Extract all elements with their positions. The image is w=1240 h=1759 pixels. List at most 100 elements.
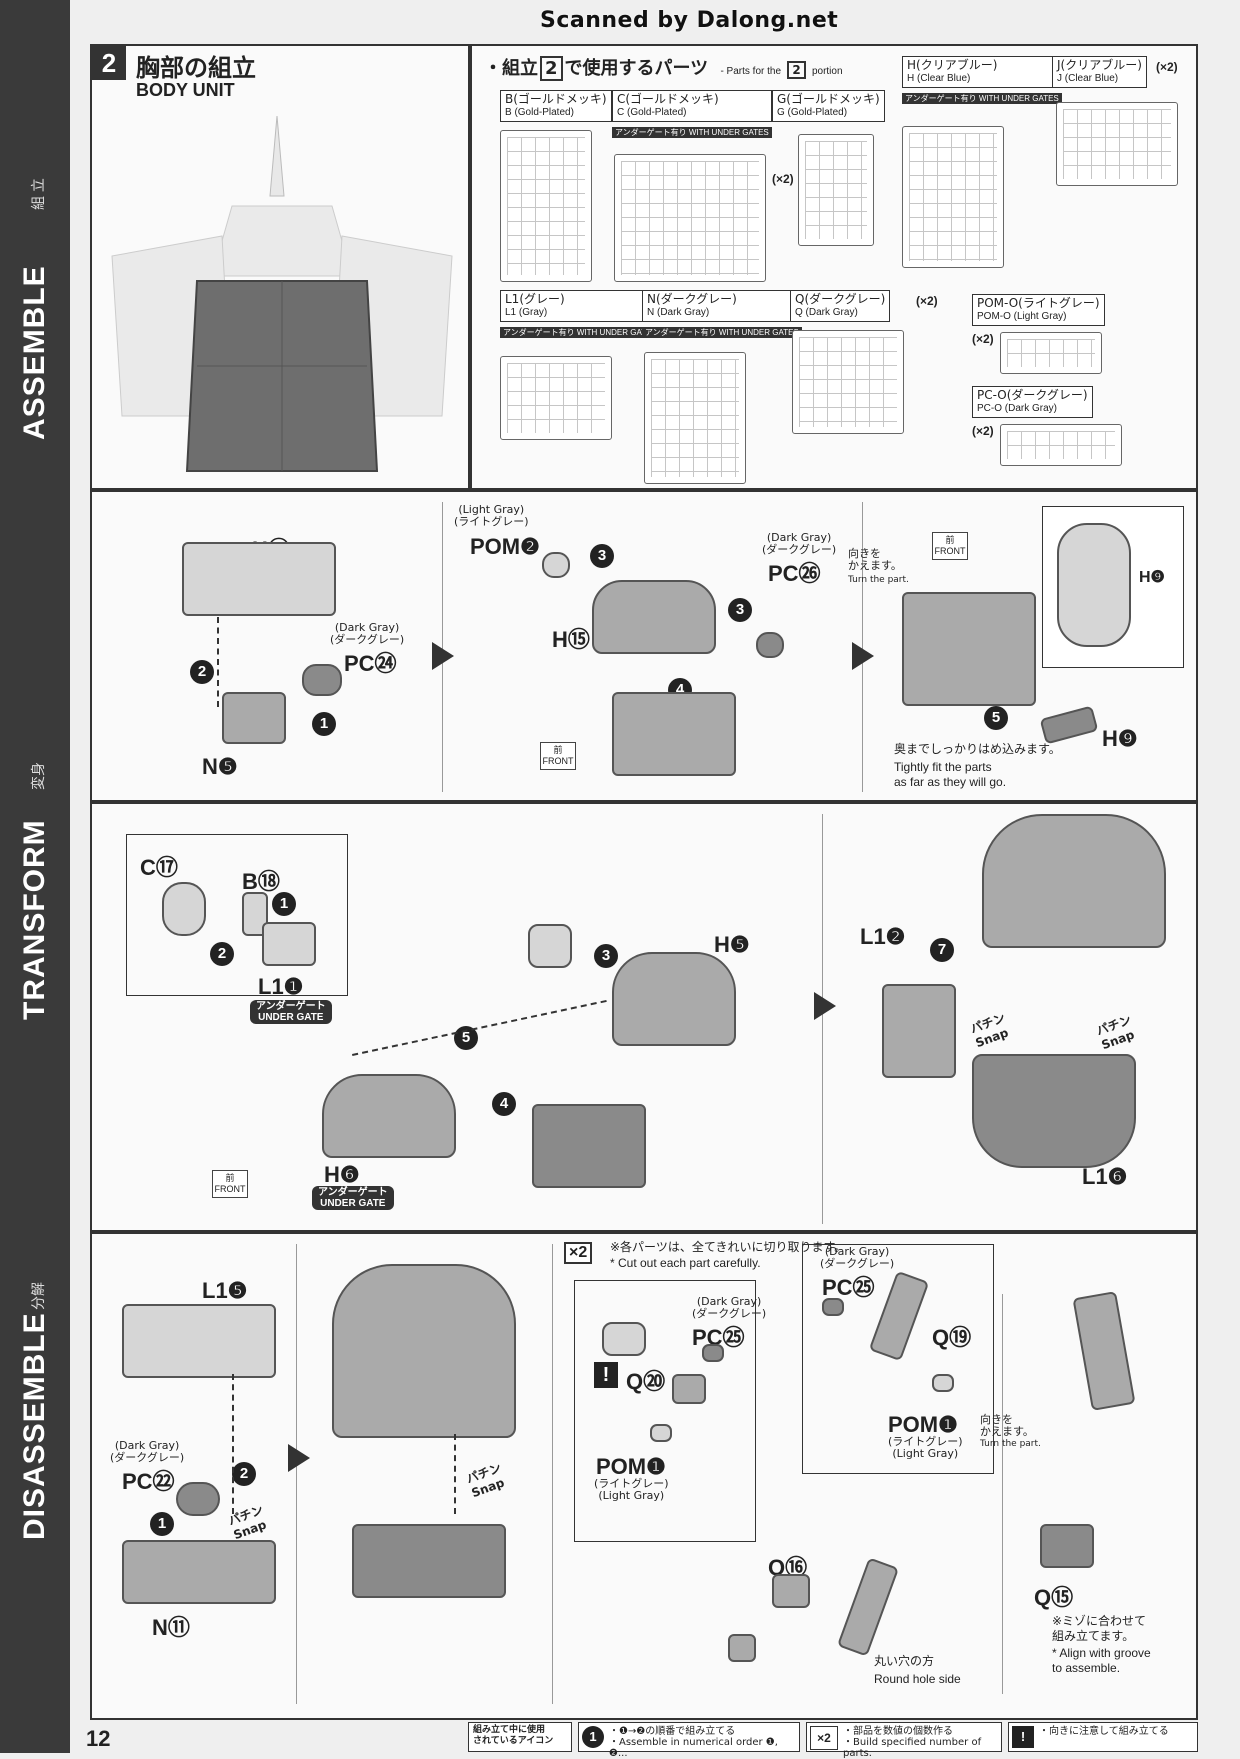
parts-header-en-num: 2 (787, 61, 806, 79)
runner-g-en: G (Gold-Plated) (777, 107, 848, 118)
runner-pomo-jp: POM-O(ライトグレー) (977, 296, 1100, 310)
part-q16 (772, 1574, 810, 1608)
label-pom1b: POM❶ (888, 1412, 958, 1437)
runner-b-en: B (Gold-Plated) (505, 107, 574, 118)
label-h5: H❺ (714, 932, 750, 957)
next-arrow-4 (288, 1444, 310, 1472)
label-q19: Q⑲ (932, 1325, 972, 1350)
part-h9-detail (1057, 523, 1131, 647)
runner-n-en: N (Dark Gray) (647, 307, 710, 318)
runner-g-label: G(ゴールドメッキ)G (Gold-Plated) (×2) (772, 90, 885, 186)
sidebar-transform-jp: 変身 (30, 762, 46, 790)
sidebar-disassemble-jp: 分解 (30, 1282, 46, 1310)
step-1b-badge: 1 (272, 892, 296, 916)
runner-b-label: B(ゴールドメッキ)B (Gold-Plated) (500, 90, 612, 122)
legend-orient-jp: ・向きに注意して組み立てる (1039, 1726, 1169, 1737)
step-row-2: H⑭ (Dark Gray) (ダークグレー) PC㉔ N❺ 2 1 (Ligh… (90, 490, 1198, 802)
runner-j-mult: (×2) (1156, 60, 1178, 74)
label-h9: H❾ (1102, 726, 1138, 751)
detail-inset-q20 (574, 1280, 756, 1542)
runner-b (500, 130, 592, 282)
label-pc26: PC㉖ (768, 561, 821, 586)
part-l1-1 (262, 922, 316, 966)
runner-l1-jp: L1(グレー) (505, 292, 565, 306)
cut-note-jp: ※各パーツは、全てきれいに切り取ります。 (610, 1240, 847, 1254)
sidebar-assemble: ASSEMBLE (18, 265, 51, 440)
label-pc22: PC㉒ (122, 1469, 175, 1494)
part-pc24 (302, 664, 342, 696)
runner-pco-label: PC-O(ダークグレー)PC-O (Dark Gray) (×2) (972, 386, 1093, 438)
section-title-jp: 胸部の組立 (136, 54, 256, 82)
legend-title: 組み立て中に使用 されているアイコン (468, 1722, 572, 1752)
part-q20 (672, 1374, 706, 1404)
part-pc22 (176, 1482, 220, 1516)
step-2c-badge: 2 (232, 1462, 256, 1486)
label-pc25b: PC㉕ (822, 1275, 875, 1300)
runner-h-label: H(クリアブルー)H (Clear Blue) アンダーゲート有り WITH U… (902, 56, 1062, 106)
section-number: 2 (92, 46, 126, 80)
label-h6: H❻ (324, 1162, 360, 1187)
runner-h-en: H (Clear Blue) (907, 73, 971, 84)
sidebar-disassemble: DISASSEMBLE (18, 1312, 51, 1540)
runner-pomo-en: POM-O (Light Gray) (977, 311, 1067, 322)
x2-badge: ×2 (564, 1242, 593, 1264)
label-pc22-color: (Dark Gray) (ダークグレー) (110, 1439, 185, 1464)
label-q20: Q⑳ (626, 1369, 666, 1394)
section-title-en: BODY UNIT (136, 80, 235, 100)
sidebar-assemble-jp: 組 立 (30, 178, 46, 210)
front-jp-2: 前 (945, 535, 955, 545)
label-l1-5: L1❺ (202, 1278, 248, 1303)
label-pc25b-color: (Dark Gray) (ダークグレー) (820, 1245, 895, 1270)
runner-c-label: C(ゴールドメッキ)C (Gold-Plated) アンダーゲート有り WITH… (612, 90, 772, 140)
label-pc25a-color: (Dark Gray) (ダークグレー) (692, 1295, 767, 1320)
runner-c-tag: アンダーゲート有り WITH UNDER GATES (612, 127, 772, 138)
runner-q-mult: (×2) (916, 294, 938, 308)
runner-l1-label: L1(グレー)L1 (Gray) アンダーゲート有り WITH UNDER GA… (500, 290, 660, 340)
part-h15 (592, 580, 716, 654)
label-pom2-color: (Light Gray) (ライトグレー) (454, 503, 529, 528)
runner-h-tag: アンダーゲート有り WITH UNDER GATES (902, 93, 1062, 104)
label-q15: Q⑮ (1034, 1585, 1074, 1610)
parts-header-en-prefix: - Parts for the (720, 66, 782, 77)
parts-header-jp-prefix: ・組立 (484, 58, 538, 79)
front-en: FRONT (542, 756, 574, 766)
x2-icon: ×2 (810, 1726, 838, 1750)
part-c17 (162, 882, 206, 936)
attention-icon: ! (594, 1362, 618, 1388)
part-upper-body (982, 814, 1166, 948)
part-pc25a (702, 1344, 724, 1362)
cut-note-en: * Cut out each part carefully. (610, 1256, 761, 1270)
part-q20-preview (602, 1322, 646, 1356)
label-pc26-color: (Dark Gray) (ダークグレー) (762, 531, 837, 556)
under-gate-en: UNDER GATE (258, 1012, 324, 1023)
part-h14-assembly (612, 692, 736, 776)
part-pom1b (932, 1374, 954, 1392)
runner-b-jp: B(ゴールドメッキ) (505, 92, 607, 106)
turn-jp: 向きを かえます。 (848, 547, 902, 572)
next-arrow-3 (814, 992, 836, 1020)
label-c17: C⑰ (140, 855, 178, 880)
legend-orientation: ! ・向きに注意して組み立てる (1008, 1722, 1198, 1752)
step-1-badge: 1 (312, 712, 336, 736)
part-torso-assembled (332, 1264, 516, 1438)
legend-numeric: 1 ・❶→❷の順番で組み立てる・Assemble in numerical or… (578, 1722, 800, 1759)
step-7-badge: 7 (930, 938, 954, 962)
runner-c-jp: C(ゴールドメッキ) (617, 92, 719, 106)
runner-j (1056, 102, 1178, 186)
step-3b-badge: 3 (728, 598, 752, 622)
part-body-assembly (902, 592, 1036, 706)
runner-l1-en: L1 (Gray) (505, 307, 548, 318)
front-en-2: FRONT (934, 546, 966, 556)
sidebar-transform: TRANSFORM (18, 819, 51, 1020)
part-h6 (322, 1074, 456, 1158)
body-unit-preview-panel: 2 胸部の組立 BODY UNIT (90, 44, 470, 490)
next-arrow-2 (852, 642, 874, 670)
legend-numeric-jp: ・❶→❷の順番で組み立てる (609, 1726, 736, 1737)
part-n11 (122, 1540, 276, 1604)
label-pom1b-color: (ライトグレー) (Light Gray) (888, 1435, 963, 1460)
